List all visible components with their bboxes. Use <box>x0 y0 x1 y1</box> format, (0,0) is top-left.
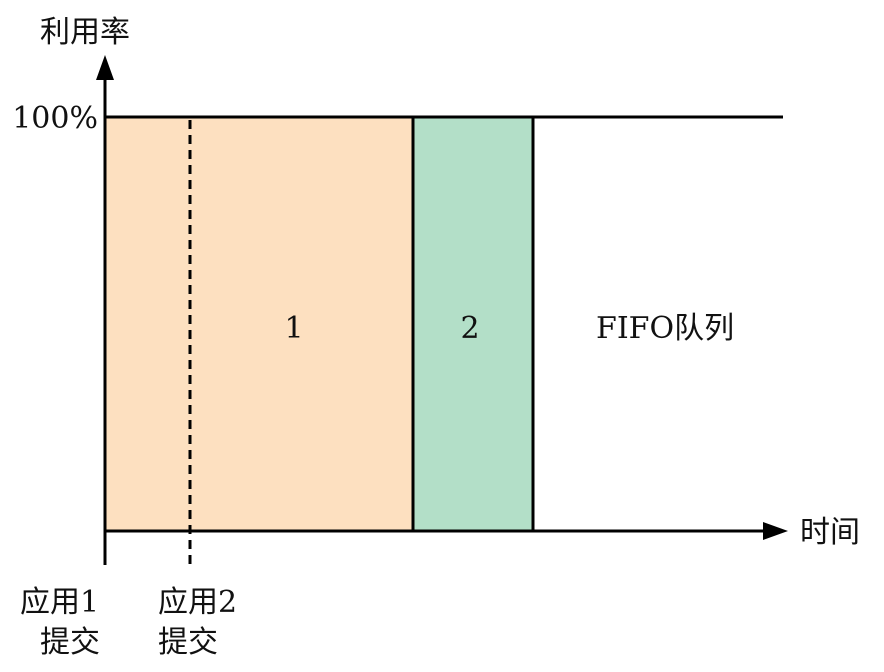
block-app2-label: 2 <box>460 311 479 346</box>
y-axis-label: 利用率 <box>40 15 130 50</box>
queue-label: FIFO队列 <box>596 311 734 346</box>
top-tick-label: 100% <box>12 101 98 136</box>
event-app2-line1: 应用2 <box>158 585 237 620</box>
block-app1-label: 1 <box>284 311 303 346</box>
x-axis-label: 时间 <box>800 515 860 550</box>
event-app1-line1: 应用1 <box>20 585 99 620</box>
block-app1 <box>103 115 415 533</box>
event-app2-line2: 提交 <box>158 625 218 660</box>
block-app2 <box>411 115 535 533</box>
event-app1-line2: 提交 <box>40 625 100 660</box>
y-axis-arrow-icon <box>96 55 114 80</box>
x-axis-arrow-icon <box>763 522 788 540</box>
